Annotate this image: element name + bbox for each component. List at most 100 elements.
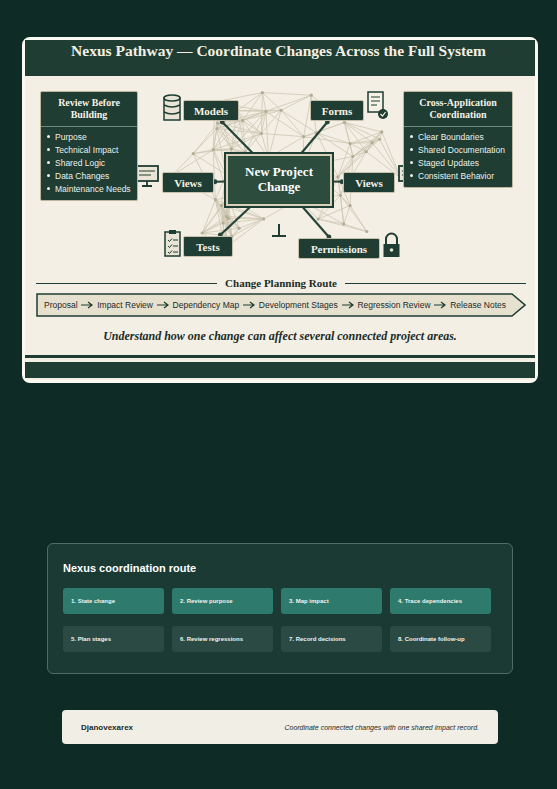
network-line: [213, 150, 226, 175]
step-tile: 7. Record decisions: [281, 626, 382, 652]
bullet-text: Technical Impact: [55, 145, 118, 155]
step-arrow-path: [243, 302, 254, 308]
bullet-dot: [47, 135, 50, 138]
component-label: Models: [194, 102, 228, 121]
network-dot: [380, 130, 383, 133]
route-step: Release Notes: [450, 300, 506, 310]
bullet-row: Purpose: [41, 130, 137, 143]
network-dot: [262, 217, 265, 220]
network-line: [353, 132, 382, 157]
form-icon: [368, 92, 388, 119]
info-panel: Cross-Application CoordinationClear Boun…: [403, 91, 513, 188]
step-arrow: [243, 301, 255, 309]
step-arrow: [157, 301, 169, 309]
network-line: [340, 195, 350, 205]
step-tile: 6. Review regressions: [172, 626, 273, 652]
caption: Understand how one change can affect sev…: [22, 329, 538, 344]
network-dot: [241, 119, 244, 122]
network-dot: [264, 110, 267, 113]
connector: [302, 122, 328, 153]
step-arrow: [434, 301, 446, 309]
route-heading-row: Change Planning Route: [36, 277, 526, 289]
bullet-text: Consistent Behavior: [418, 171, 494, 181]
component-box: Models: [183, 100, 239, 121]
component-label: Views: [355, 174, 383, 193]
network-dot: [230, 147, 233, 150]
bullet-dot: [47, 161, 50, 164]
network-line: [261, 110, 281, 133]
step-tile: 1. State change: [63, 588, 164, 614]
bullet-text: Clear Boundaries: [418, 132, 484, 142]
panel-heading: Review Before Building: [41, 92, 137, 127]
bullet-dot: [47, 187, 50, 190]
network-line: [262, 93, 311, 96]
network-background: [170, 91, 402, 250]
network-dot: [261, 91, 264, 94]
route-panel: 1. State change2. Review purpose3. Map i…: [47, 543, 513, 674]
network-line: [344, 122, 379, 139]
step-arrow-path: [157, 302, 168, 308]
network-dot: [343, 121, 346, 124]
monitor-icon: [136, 166, 158, 186]
bullet-dot: [410, 161, 413, 164]
step-label: 4. Trace dependencies: [390, 588, 491, 614]
bullet-text: Data Changes: [55, 171, 109, 181]
tagline: Coordinate connected changes with one sh…: [284, 724, 479, 731]
network-line: [261, 133, 303, 136]
network-dot: [336, 175, 339, 178]
step-label: 5. Plan stages: [63, 626, 164, 652]
route-heading: Change Planning Route: [217, 277, 345, 289]
network-line: [218, 123, 245, 152]
network-dot: [238, 227, 241, 230]
network-dot: [370, 141, 373, 144]
bullet-row: Technical Impact: [41, 143, 137, 156]
bullet-dot: [47, 174, 50, 177]
network-line: [243, 93, 263, 121]
component-label: Forms: [322, 102, 353, 121]
step-tile: 4. Trace dependencies: [390, 588, 491, 614]
network-line: [237, 110, 281, 112]
step-label: 8. Coordinate follow-up: [390, 626, 491, 652]
step-arrow-path: [342, 302, 353, 308]
network-dot: [227, 217, 230, 220]
step-arrow-path: [81, 302, 92, 308]
route-step: Impact Review: [97, 300, 153, 310]
network-dot: [279, 109, 282, 112]
connector: [220, 207, 250, 235]
title-bar: [25, 40, 535, 76]
network-dot: [342, 222, 345, 225]
network-line: [213, 150, 245, 152]
component-box: Views: [162, 172, 214, 193]
network-line: [318, 206, 350, 220]
band-outline: [37, 294, 525, 316]
network-line: [243, 120, 269, 157]
bullet-text: Maintenance Needs: [55, 184, 131, 194]
info-panel: Review Before BuildingPurposeTechnical I…: [40, 91, 138, 201]
step-arrow: [81, 301, 93, 309]
clipboard-icon: [165, 230, 180, 256]
network-line: [350, 132, 382, 144]
bullet-row: Shared Logic: [41, 156, 137, 169]
network-dot: [365, 230, 368, 233]
network-dot: [317, 217, 320, 220]
network-dot: [221, 221, 224, 224]
step-label: 2. Review purpose: [172, 588, 273, 614]
hub-label: New Project Change: [233, 165, 325, 195]
footer-bar: DjanovexarexCoordinate connected changes…: [62, 710, 498, 744]
route-step: Regression Review: [357, 300, 430, 310]
section-heading: Nexus coordination route: [63, 562, 196, 574]
rule-line: [36, 283, 217, 284]
bullet-row: Data Changes: [41, 169, 137, 182]
database-icon: [164, 95, 180, 120]
component-label: Views: [174, 174, 202, 193]
network-line: [353, 152, 366, 157]
route-step: Dependency Map: [173, 300, 240, 310]
network-dot: [302, 135, 305, 138]
bullet-dot: [410, 174, 413, 177]
network-line: [350, 143, 366, 151]
network-dot: [378, 138, 381, 141]
panel-heading: Cross-Application Coordination: [404, 92, 512, 127]
rule-line: [345, 283, 526, 284]
network-line: [344, 206, 350, 224]
network-line: [340, 195, 366, 231]
